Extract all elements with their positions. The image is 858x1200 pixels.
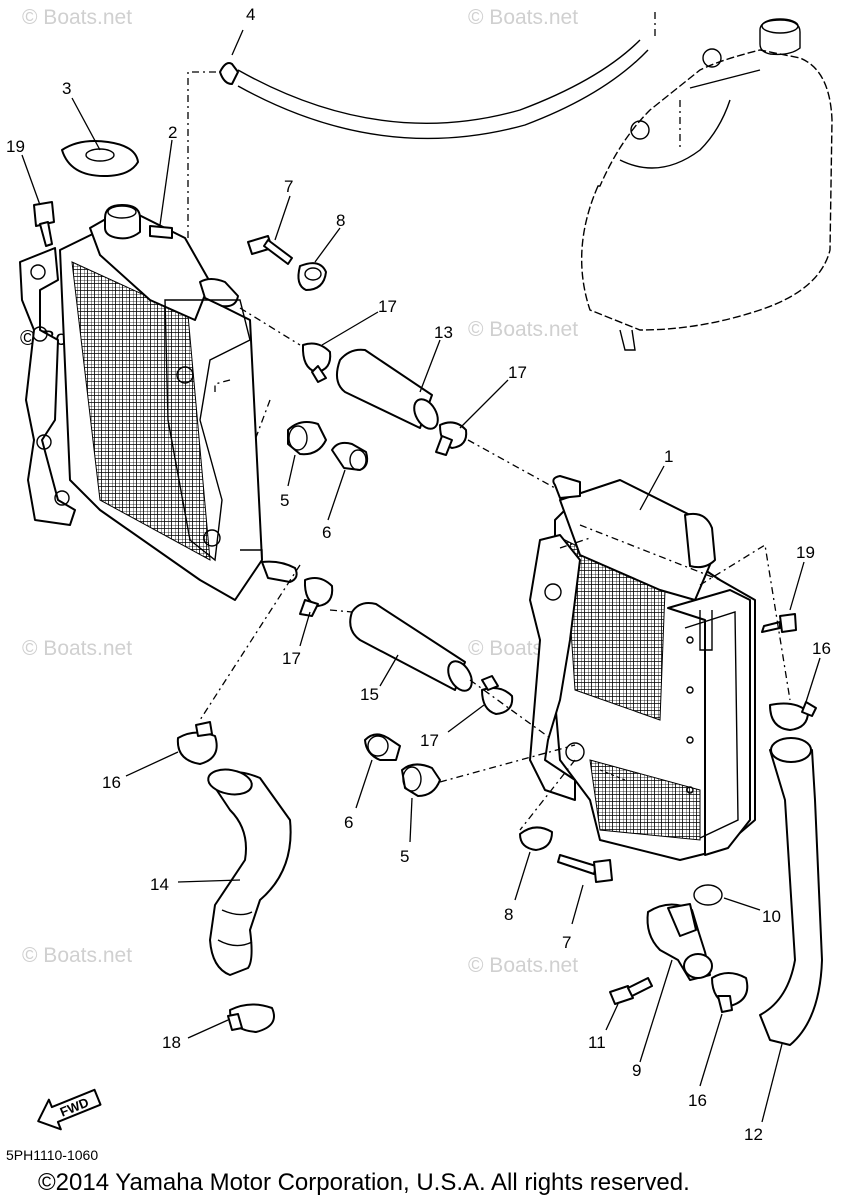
callout-10: 10 — [762, 907, 781, 926]
callout-18: 18 — [162, 1033, 181, 1052]
callout-12: 12 — [744, 1125, 763, 1144]
callout-16: 16 — [102, 773, 121, 792]
callout-16: 16 — [812, 639, 831, 658]
callout-1: 1 — [664, 447, 673, 466]
fwd-arrow: FWD — [37, 1088, 102, 1131]
callout-6: 6 — [344, 813, 353, 832]
water-pipe — [609, 884, 723, 1005]
callout-2: 2 — [168, 123, 177, 142]
watermark: © Boats.net — [22, 637, 132, 660]
upper-hose — [335, 348, 439, 430]
hose-14 — [207, 768, 292, 976]
reserve-tank — [580, 18, 833, 351]
radiator-right — [529, 475, 756, 861]
callout-15: 15 — [360, 685, 379, 704]
overflow-hose — [187, 12, 681, 238]
fasteners-upper-left — [247, 235, 369, 471]
callout-7: 7 — [284, 177, 293, 196]
leader-lines — [21, 29, 821, 1123]
callout-13: 13 — [434, 323, 453, 342]
callout-17: 17 — [420, 731, 439, 750]
hose-12 — [759, 737, 823, 1046]
assembly-lines — [199, 307, 791, 831]
watermark: © Boats.net — [22, 944, 132, 967]
callout-8: 8 — [336, 211, 345, 230]
callout-8: 8 — [504, 905, 513, 924]
callout-6: 6 — [322, 523, 331, 542]
callout-17: 17 — [282, 649, 301, 668]
callout-14: 14 — [150, 875, 169, 894]
hose-clamps — [176, 342, 817, 1033]
copyright: ©2014 Yamaha Motor Corporation, U.S.A. A… — [38, 1169, 690, 1196]
watermark: © Boats.net — [22, 6, 132, 29]
callouts: 4 3 2 19 7 8 17 13 17 5 6 1 19 17 16 15 … — [6, 5, 831, 1144]
callout-9: 9 — [632, 1061, 641, 1080]
watermark: © Boats.net — [468, 954, 578, 977]
diagram-code: 5PH1110-1060 — [6, 1147, 98, 1163]
watermark: © Boats.net — [468, 6, 578, 29]
watermark: © Boats.net — [468, 318, 578, 341]
callout-17: 17 — [508, 363, 527, 382]
callout-3: 3 — [62, 79, 71, 98]
callout-7: 7 — [562, 933, 571, 952]
callout-4: 4 — [246, 5, 255, 24]
fasteners-lower — [33, 62, 797, 883]
callout-16: 16 — [688, 1091, 707, 1110]
callout-5: 5 — [400, 847, 409, 866]
lower-hose — [349, 602, 473, 692]
callout-17: 17 — [378, 297, 397, 316]
radiator-left — [19, 204, 298, 601]
callout-5: 5 — [280, 491, 289, 510]
callout-19: 19 — [796, 543, 815, 562]
callout-19: 19 — [6, 137, 25, 156]
callout-11: 11 — [588, 1033, 606, 1052]
